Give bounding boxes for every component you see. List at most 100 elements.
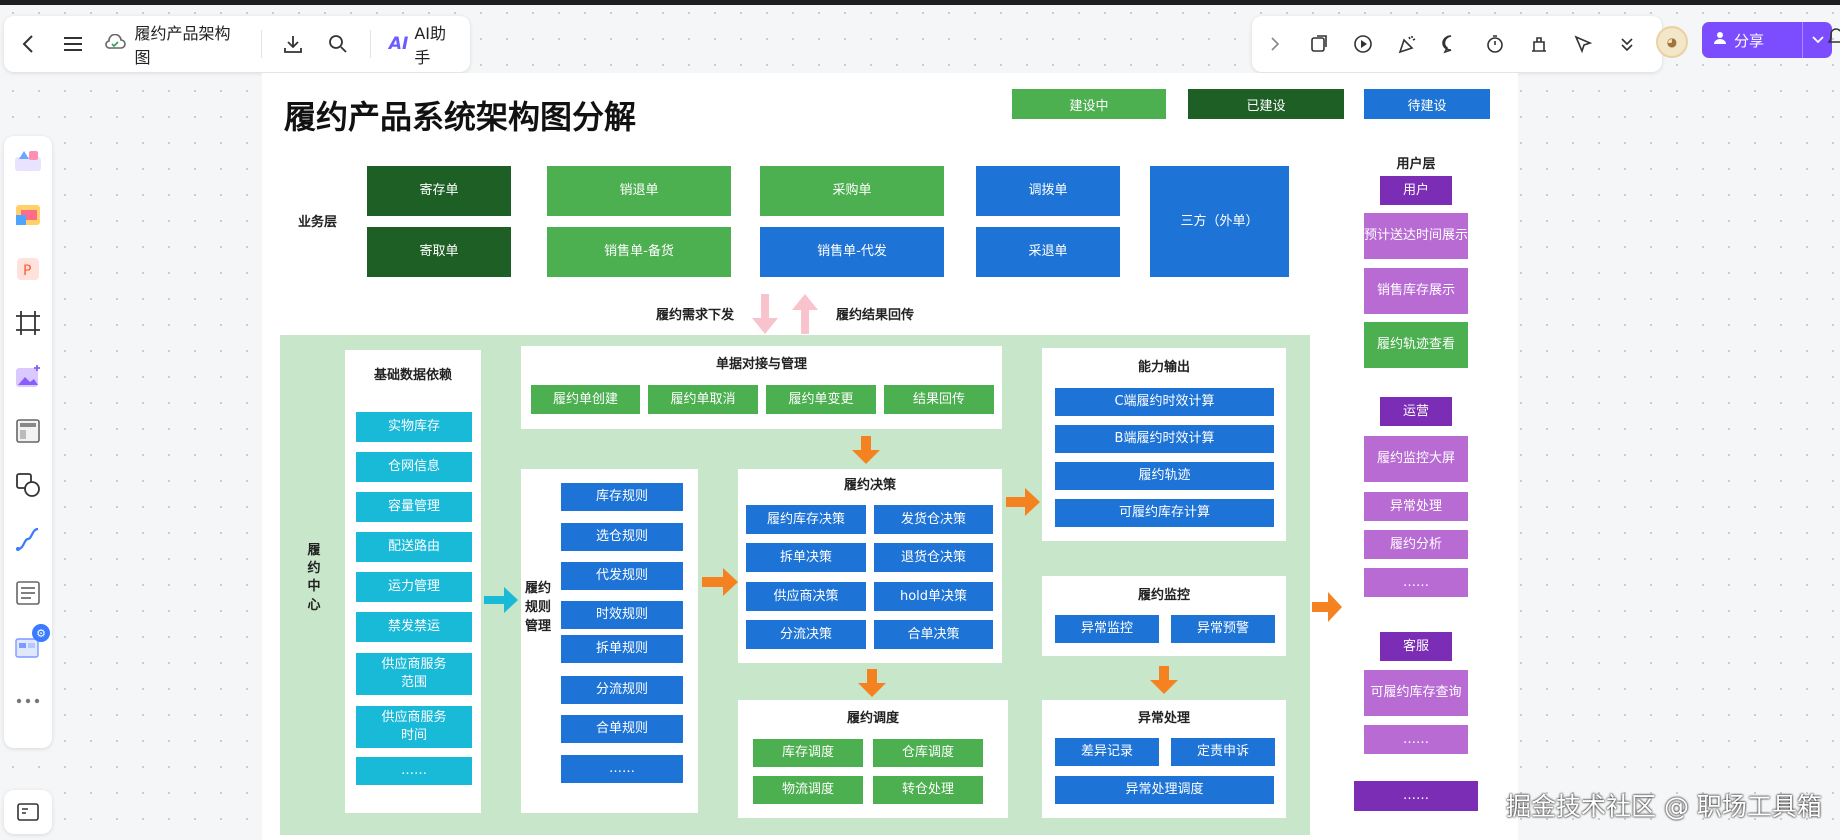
down-arrow-icon bbox=[852, 436, 880, 464]
decision-item: 供应商决策 bbox=[746, 582, 866, 611]
comment-icon[interactable] bbox=[1438, 30, 1464, 58]
more-tools-icon[interactable] bbox=[12, 684, 44, 718]
exception-item: 差异记录 bbox=[1055, 738, 1159, 766]
search-icon[interactable] bbox=[325, 30, 352, 58]
document-title[interactable]: 履约产品架构图 bbox=[104, 20, 242, 68]
basic-data-item: 运力管理 bbox=[356, 572, 472, 602]
template-icon[interactable] bbox=[12, 144, 44, 178]
user-item: 预计送达时间展示 bbox=[1364, 213, 1468, 259]
doc-management-item: 结果回传 bbox=[884, 385, 994, 414]
biz-item: 销退单 bbox=[547, 166, 731, 216]
scheduling-item: 仓库调度 bbox=[873, 739, 983, 767]
capability-item: B端履约时效计算 bbox=[1055, 425, 1274, 453]
capability-title: 能力输出 bbox=[1137, 360, 1190, 375]
legend-built: 已建设 bbox=[1188, 89, 1344, 119]
back-icon[interactable] bbox=[14, 30, 41, 58]
legend-planned: 待建设 bbox=[1364, 89, 1490, 119]
ai-assistant-label: AI助手 bbox=[414, 24, 447, 67]
monitor-title: 履约监控 bbox=[1137, 588, 1190, 603]
user-layer-title: 用户层 bbox=[1396, 157, 1436, 172]
down-arrow-icon bbox=[858, 669, 886, 697]
right-arrow-icon bbox=[1006, 488, 1040, 516]
svg-text:P: P bbox=[23, 263, 31, 279]
celebrate-icon[interactable] bbox=[1394, 30, 1420, 58]
collapse-icon[interactable] bbox=[1262, 30, 1288, 58]
cs-tag: 客服 bbox=[1380, 632, 1452, 661]
user-tag: 用户 bbox=[1380, 176, 1452, 205]
shape-icon[interactable] bbox=[12, 468, 44, 502]
sticky-note-icon[interactable] bbox=[12, 198, 44, 232]
monitor-item: 异常预警 bbox=[1171, 615, 1275, 643]
rule-item: …… bbox=[561, 755, 683, 783]
presentation-icon[interactable]: P bbox=[12, 252, 44, 286]
rules-title: 履约规则管理 bbox=[524, 581, 551, 634]
decision-item: hold单决策 bbox=[874, 582, 993, 611]
timer-icon[interactable] bbox=[1482, 30, 1508, 58]
play-icon[interactable] bbox=[1350, 30, 1376, 58]
bell-icon[interactable] bbox=[1827, 26, 1840, 54]
basic-data-item: 容量管理 bbox=[356, 492, 472, 522]
user-avatar[interactable]: ◕ bbox=[1656, 26, 1688, 58]
frame-icon[interactable] bbox=[12, 306, 44, 340]
rule-item: 选仓规则 bbox=[561, 523, 683, 551]
capability-item: 履约轨迹 bbox=[1055, 462, 1274, 490]
biz-item: 采购单 bbox=[760, 166, 944, 216]
rule-item: 库存规则 bbox=[561, 483, 683, 511]
menu-icon[interactable] bbox=[59, 30, 86, 58]
basic-data-item: …… bbox=[356, 757, 472, 785]
share-dropdown-icon[interactable] bbox=[1802, 22, 1832, 58]
basic-data-item: 禁发禁运 bbox=[356, 612, 472, 642]
exception-title: 异常处理 bbox=[1137, 711, 1190, 726]
biz-item: 销售单-代发 bbox=[760, 227, 944, 277]
center-label: 履约中心 bbox=[307, 543, 321, 613]
app-plugin-icon[interactable]: ⚙ bbox=[12, 624, 50, 664]
down-arrow-icon bbox=[752, 294, 778, 334]
text-list-icon[interactable] bbox=[12, 576, 44, 610]
doc-management-title: 单据对接与管理 bbox=[715, 357, 807, 372]
share-button[interactable]: 分享 bbox=[1702, 22, 1832, 58]
exception-item: 异常处理调度 bbox=[1055, 776, 1274, 804]
ops-tag: 运营 bbox=[1380, 397, 1452, 426]
ai-assistant-button[interactable]: AI AI助手 bbox=[389, 20, 460, 68]
connector-icon[interactable] bbox=[12, 522, 44, 556]
layout-icon[interactable] bbox=[12, 414, 44, 448]
capability-item: C端履约时效计算 bbox=[1055, 388, 1274, 416]
biz-item: 调拨单 bbox=[976, 166, 1120, 216]
share-user-icon bbox=[1714, 31, 1728, 49]
decision-item: 履约库存决策 bbox=[746, 505, 866, 534]
more-down-icon[interactable] bbox=[1614, 30, 1640, 58]
scheduling-item: 库存调度 bbox=[753, 739, 863, 767]
cursor-follow-icon[interactable] bbox=[1570, 30, 1596, 58]
decision-item: 退货仓决策 bbox=[874, 543, 993, 572]
legend-building: 建设中 bbox=[1012, 89, 1166, 119]
biz-item: 寄取单 bbox=[367, 227, 511, 277]
settings-badge-icon[interactable]: ⚙ bbox=[32, 624, 50, 642]
up-arrow-icon bbox=[792, 294, 818, 334]
flow-up-label: 履约结果回传 bbox=[836, 308, 915, 323]
capability-item: 可履约库存计算 bbox=[1055, 499, 1274, 527]
user-item: 履约轨迹查看 bbox=[1364, 322, 1468, 368]
basic-data-item: 配送路由 bbox=[356, 532, 472, 562]
image-icon[interactable] bbox=[12, 360, 44, 394]
business-layer-label: 业务层 bbox=[298, 215, 338, 230]
rule-item: 分流规则 bbox=[561, 676, 683, 704]
left-tool-rail: P ⚙ bbox=[4, 136, 52, 748]
user-layer-extra: …… bbox=[1354, 781, 1478, 811]
top-right-toolbar bbox=[1252, 16, 1662, 72]
scheduling-title: 履约调度 bbox=[846, 711, 899, 726]
minimap-toggle-icon[interactable] bbox=[4, 790, 52, 834]
decision-item: 分流决策 bbox=[746, 620, 866, 649]
toolbar-divider bbox=[260, 30, 262, 58]
rule-item: 合单规则 bbox=[561, 715, 683, 743]
share-label: 分享 bbox=[1734, 31, 1765, 50]
window-top-border bbox=[0, 0, 1840, 5]
scheduling-item: 转仓处理 bbox=[873, 776, 983, 804]
biz-item: 三方（外单） bbox=[1150, 166, 1289, 277]
download-icon[interactable] bbox=[279, 30, 306, 58]
present-icon[interactable] bbox=[1306, 30, 1332, 58]
vote-icon[interactable] bbox=[1526, 30, 1552, 58]
doc-management-item: 履约单取消 bbox=[648, 385, 758, 414]
rule-item: 拆单规则 bbox=[561, 635, 683, 663]
doc-management-item: 履约单创建 bbox=[531, 385, 640, 414]
decision-item: 拆单决策 bbox=[746, 543, 866, 572]
